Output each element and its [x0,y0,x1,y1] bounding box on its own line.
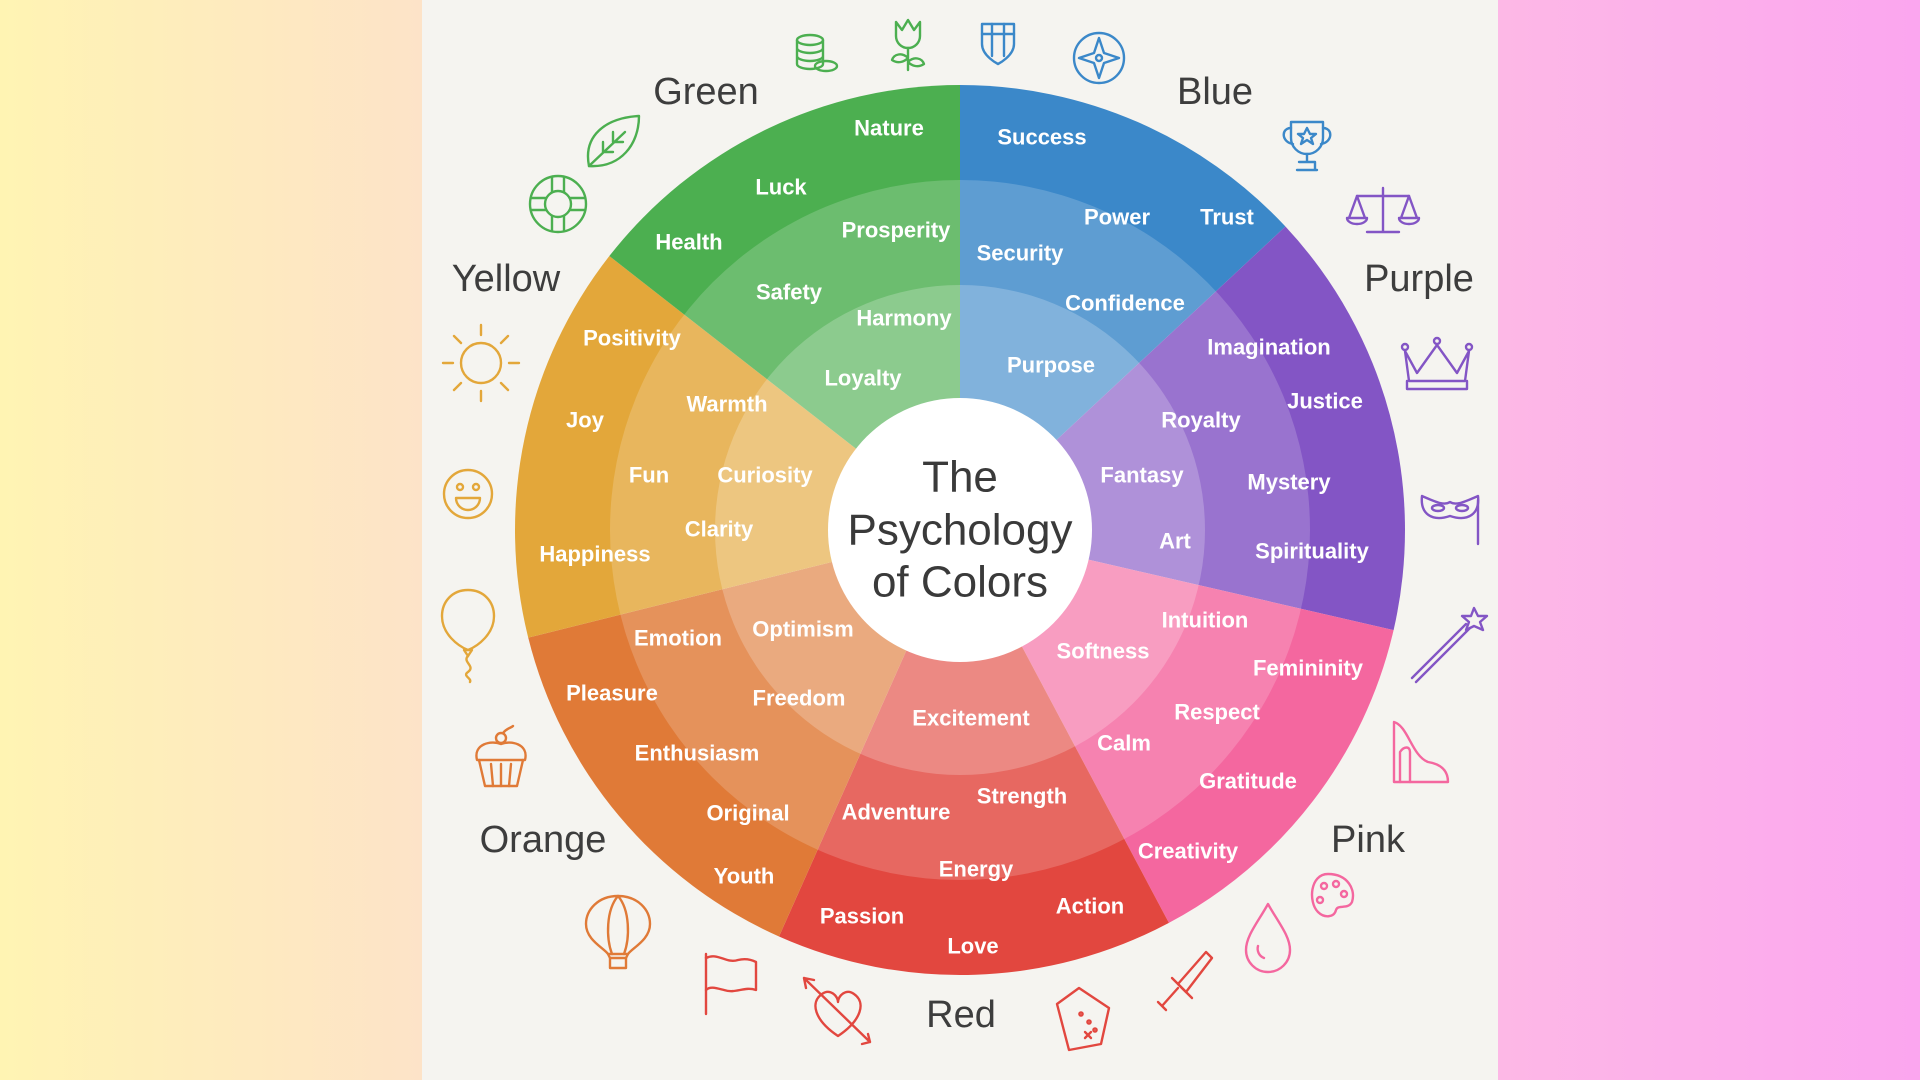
word-prosperity: Prosperity [842,218,952,243]
word-happiness: Happiness [539,542,650,567]
left-gradient-background [0,0,422,1080]
word-femininity: Femininity [1253,656,1364,681]
sector-red [779,530,1169,975]
word-curiosity: Curiosity [717,463,813,488]
title-line-1: The [922,453,998,502]
word-excitement: Excitement [912,706,1030,731]
wheel-title: The Psychology of Colors [847,453,1072,607]
sector-pink [960,530,1394,923]
sector-orange [528,530,960,937]
word-respect: Respect [1174,700,1260,725]
decorative-icons [440,18,1489,1052]
category-label-pink: Pink [1331,819,1406,861]
right-gradient-background [1498,0,1920,1080]
word-justice: Justice [1287,389,1363,414]
flag-icon [704,952,758,1016]
word-fun: Fun [629,463,669,488]
scales-icon [1345,186,1421,234]
word-youth: Youth [714,864,775,889]
smiley-icon [442,468,494,520]
word-security: Security [977,241,1065,266]
word-safety: Safety [756,280,823,305]
palette-icon [1310,872,1355,918]
hot-air-balloon-icon [584,894,652,970]
word-art: Art [1159,529,1191,554]
word-softness: Softness [1057,639,1150,664]
word-power: Power [1084,205,1150,230]
category-label-green: Green [653,71,759,113]
word-creativity: Creativity [1138,839,1239,864]
word-freedom: Freedom [753,686,846,711]
cupcake-icon [475,724,527,788]
word-optimism: Optimism [752,617,853,642]
title-line-2: Psychology [847,506,1072,555]
word-success: Success [997,125,1086,150]
crown-icon [1400,336,1474,391]
word-joy: Joy [566,408,605,433]
balloon-icon [440,588,496,684]
sector-green [609,85,960,530]
word-enthusiasm: Enthusiasm [635,741,760,766]
word-mystery: Mystery [1247,470,1331,495]
category-label-blue: Blue [1177,71,1253,113]
category-label-yellow: Yellow [452,258,561,300]
word-luck: Luck [755,175,807,200]
word-calm: Calm [1097,731,1151,756]
word-gratitude: Gratitude [1199,769,1297,794]
word-confidence: Confidence [1065,291,1185,316]
word-passion: Passion [820,904,904,929]
sun-icon [441,323,521,403]
word-emotion: Emotion [634,626,722,651]
inner-rings [610,180,1310,880]
magic-wand-icon [1410,606,1489,684]
title-line-3: of Colors [872,558,1048,607]
word-purpose: Purpose [1007,353,1095,378]
word-positivity: Positivity [583,326,682,351]
category-label-purple: Purple [1364,258,1474,300]
word-trust: Trust [1200,205,1254,230]
word-harmony: Harmony [856,306,952,331]
word-intuition: Intuition [1162,608,1249,633]
coins-icon [795,33,839,73]
word-imagination: Imagination [1207,335,1330,360]
leaf-icon [586,114,641,168]
lifebuoy-icon [528,174,588,234]
category-label-red: Red [926,994,996,1036]
category-labels: Blue Purple Pink Red Orange Yellow Green [452,71,1474,1036]
shield-icon [980,22,1016,66]
compass-icon [1072,31,1126,85]
trophy-icon [1282,120,1332,172]
map-icon [1055,986,1111,1052]
word-spirituality: Spirituality [1255,539,1369,564]
word-original: Original [706,801,789,826]
word-strength: Strength [977,784,1067,809]
word-health: Health [655,230,722,255]
word-clarity: Clarity [685,517,754,542]
word-warmth: Warmth [686,392,767,417]
heart-arrow-icon [802,976,872,1046]
sector-blue [960,85,1286,530]
word-action: Action [1056,894,1124,919]
center-circle [828,398,1092,662]
word-adventure: Adventure [842,800,951,825]
mask-icon [1420,494,1480,546]
category-label-orange: Orange [480,819,607,861]
word-fantasy: Fantasy [1100,463,1184,488]
word-energy: Energy [939,857,1014,882]
word-loyalty: Loyalty [824,366,902,391]
word-pleasure: Pleasure [566,681,658,706]
word-royalty: Royalty [1161,408,1241,433]
word-love: Love [947,934,998,959]
sword-icon [1156,950,1214,1012]
word-nature: Nature [854,116,924,141]
drop-icon [1244,902,1292,974]
flower-icon [890,18,926,72]
high-heel-icon [1392,720,1450,784]
keyword-labels: Success Trust Power Security Confidence … [539,116,1369,959]
